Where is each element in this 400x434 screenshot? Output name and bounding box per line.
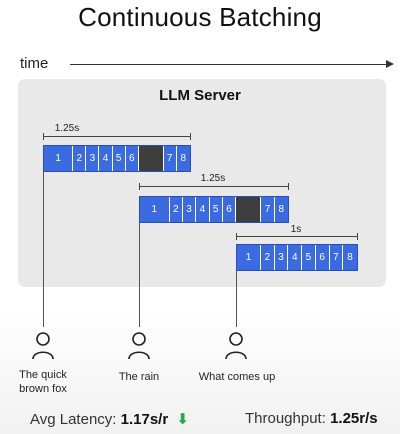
duration-span-end-tick (288, 183, 289, 190)
time-axis-line (70, 64, 388, 65)
token-cell: 3 (274, 245, 289, 270)
llm-server-label: LLM Server (159, 87, 241, 104)
token-cell: 2 (169, 197, 183, 222)
token-cell: 6 (125, 146, 139, 171)
token-gap-cell (236, 197, 262, 222)
token-cell: 1 (44, 146, 74, 171)
token-cell: 6 (222, 197, 237, 222)
token-cell: 5 (302, 245, 316, 270)
duration-span-line (236, 236, 358, 237)
avg-latency-metric: Avg Latency: 1.17s/r ⬇ (30, 410, 189, 428)
throughput-value: 1.25r/s (330, 410, 378, 427)
user-connector-line (43, 172, 44, 327)
user-prompt-label: The quick brown fox (19, 369, 67, 395)
user-connector-line (139, 223, 140, 327)
token-cell: 3 (86, 146, 100, 171)
token-cell: 7 (261, 197, 275, 222)
avg-latency-label: Avg Latency: (30, 411, 117, 428)
token-cell: 6 (315, 245, 330, 270)
token-cell: 4 (288, 245, 303, 270)
duration-span-line (43, 136, 191, 137)
token-cell: 5 (209, 197, 223, 222)
down-arrow-icon: ⬇ (176, 411, 189, 428)
throughput-metric: Throughput: 1.25r/s (245, 410, 378, 427)
user-icon (225, 332, 247, 360)
token-cell: 7 (163, 146, 177, 171)
token-cell: 4 (99, 146, 113, 171)
token-cell: 2 (73, 146, 87, 171)
token-cell: 4 (196, 197, 210, 222)
user-prompt-label: The rain (118, 371, 160, 383)
time-axis-arrow-icon (386, 60, 394, 68)
token-cell: 8 (343, 245, 357, 270)
user-icon (32, 332, 54, 360)
user-connector-line (236, 271, 237, 327)
token-cell: 8 (176, 146, 190, 171)
token-gap-cell (138, 146, 164, 171)
user-prompt-label: What comes up (198, 371, 276, 383)
avg-latency-value: 1.17s/r (120, 411, 169, 428)
duration-span-end-tick (190, 133, 191, 140)
token-cell: 7 (329, 245, 344, 270)
token-cell: 1 (237, 245, 261, 270)
token-cell: 5 (112, 146, 126, 171)
token-cell: 1 (140, 197, 170, 222)
token-cell: 2 (261, 245, 275, 270)
duration-span-line (139, 186, 289, 187)
user-icon (128, 332, 150, 360)
diagram-title: Continuous Batching (78, 2, 322, 32)
token-cell: 8 (274, 197, 288, 222)
duration-span-end-tick (357, 233, 358, 240)
token-cell: 3 (182, 197, 197, 222)
time-axis-label: time (20, 55, 49, 72)
duration-label: 1s (290, 224, 302, 235)
duration-label: 1.25s (54, 123, 80, 134)
throughput-label: Throughput: (245, 410, 326, 427)
duration-label: 1.25s (200, 173, 226, 184)
